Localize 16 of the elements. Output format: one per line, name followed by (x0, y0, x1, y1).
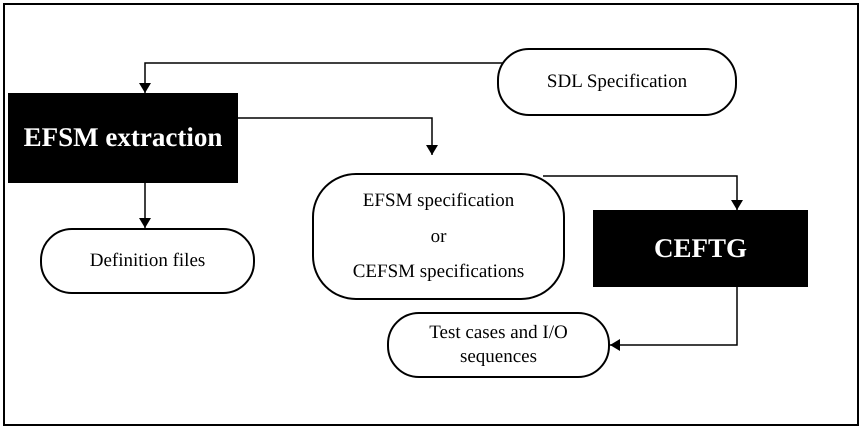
node-label: Test cases and I/O sequences (428, 321, 569, 369)
node-label: EFSM specification (362, 188, 514, 213)
node-label: EFSM extraction (24, 121, 222, 154)
node-label: SDL Specification (546, 70, 688, 94)
node-label: CEFTG (654, 232, 747, 265)
node-label: or (430, 224, 446, 248)
process-box (8, 93, 238, 183)
arrow (238, 117, 438, 155)
arrow (139, 183, 151, 228)
rounded-box (312, 173, 565, 300)
node-label: Definition files (90, 249, 206, 273)
arrow (543, 175, 743, 210)
terminal-pill (497, 48, 737, 116)
process-box (593, 210, 808, 287)
arrow (610, 287, 738, 351)
node-label: CEFSM specifications (352, 260, 524, 284)
